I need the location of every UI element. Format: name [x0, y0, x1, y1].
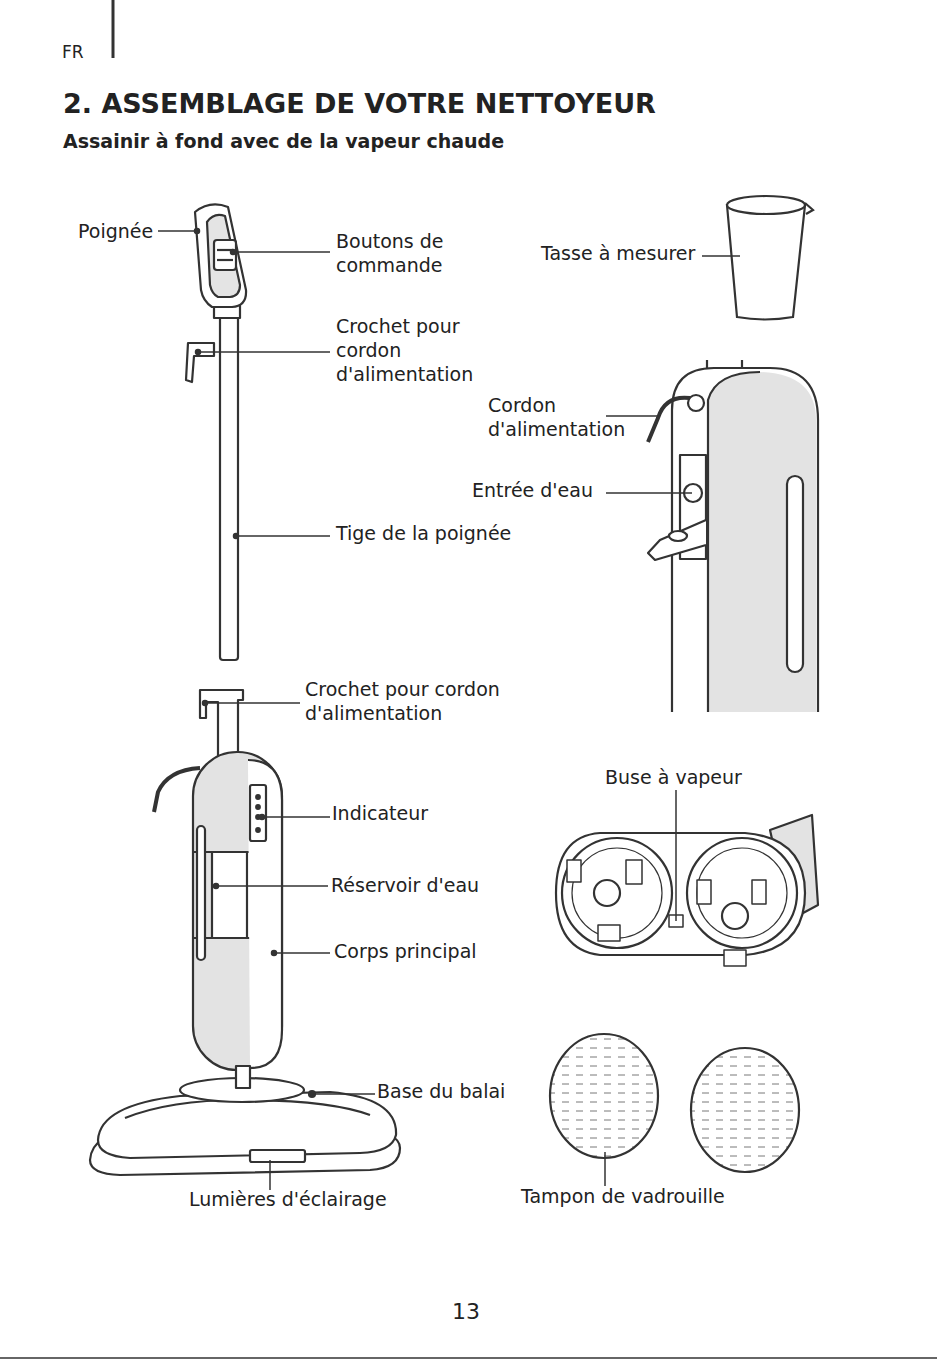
side-grip — [197, 826, 205, 960]
indicator-dot — [256, 828, 260, 832]
header-rule — [112, 0, 115, 58]
steam-nozzle-view — [556, 815, 818, 966]
grip-panel — [207, 215, 240, 297]
mop-pad — [550, 1034, 658, 1158]
leader-lines — [158, 229, 740, 1191]
leader-line — [604, 1152, 606, 1186]
disc-hub — [722, 903, 748, 929]
cord-hook — [186, 343, 214, 382]
indicator-panel — [250, 785, 266, 841]
tank-line — [246, 852, 248, 938]
cap-knob — [669, 531, 687, 541]
leader-dot — [196, 350, 201, 355]
inlet-cap — [648, 520, 706, 560]
side-slot — [787, 476, 803, 672]
leader-line — [675, 790, 677, 921]
leader-dot — [234, 534, 239, 539]
cord-hook-top — [200, 690, 243, 760]
part-label: Tampon de vadrouille — [521, 1184, 725, 1208]
handle-stick — [220, 300, 238, 660]
leader-line — [205, 702, 300, 704]
main-body — [90, 690, 400, 1175]
section-subtitle: Assainir à fond avec de la vapeur chaude — [63, 129, 504, 153]
disc-ring — [697, 848, 787, 938]
part-label: Poignée — [78, 219, 153, 243]
leader-line — [158, 230, 197, 232]
control-buttons — [214, 240, 236, 270]
part-label: Crochet pour cordon d'alimentation — [305, 677, 530, 725]
cup-spout — [805, 203, 813, 214]
disc-grip — [752, 880, 766, 904]
part-label: Réservoir d'eau — [331, 873, 479, 897]
part-label: Tasse à mesurer — [541, 241, 695, 265]
leader-dot — [260, 815, 265, 820]
part-label: Base du balai — [377, 1079, 505, 1103]
language-tag: FR — [62, 40, 84, 64]
leader-line — [236, 535, 330, 537]
indicator-dot — [256, 805, 260, 809]
body-side-view — [648, 360, 818, 712]
disc-grip — [626, 860, 642, 884]
leader-dot — [231, 250, 236, 255]
body-front — [248, 760, 282, 1068]
disc-grip — [697, 880, 711, 904]
section-title: 2. ASSEMBLAGE DE VOTRE NETTOYEUR — [63, 88, 656, 120]
leader-line — [269, 1160, 271, 1190]
part-label: Crochet pour cordon d'alimentation — [336, 314, 486, 386]
part-label: Tige de la poignée — [336, 521, 511, 545]
indicator-dot — [256, 795, 260, 799]
part-label: Entrée d'eau — [472, 478, 593, 502]
leader-line — [274, 952, 330, 954]
leader-line — [262, 816, 330, 818]
disc-hub — [594, 880, 620, 906]
part-label: Boutons de commande — [336, 229, 471, 277]
disc-grip — [598, 925, 620, 941]
leader-line — [216, 885, 328, 887]
part-label: Indicateur — [332, 801, 428, 825]
disc-grip — [724, 950, 746, 966]
mop-pad — [691, 1048, 799, 1172]
footer-rule — [0, 1357, 937, 1359]
pad-disc — [687, 838, 797, 948]
body-seam — [708, 372, 760, 712]
leader-line — [312, 1093, 375, 1095]
body-shade — [708, 372, 816, 712]
leader-dot — [272, 951, 277, 956]
leader-line — [702, 255, 740, 257]
nozzle-housing — [556, 833, 805, 955]
part-label: Lumières d'éclairage — [189, 1187, 387, 1211]
handle-grip — [195, 204, 246, 307]
pad-disc — [562, 838, 672, 948]
leader-line — [606, 415, 660, 417]
leader-line — [198, 351, 330, 353]
leader-dot — [203, 701, 208, 706]
part-label: Corps principal — [334, 939, 477, 963]
power-cord — [648, 398, 690, 442]
page-number: 13 — [452, 1300, 480, 1324]
body-shell — [193, 752, 282, 1070]
button-line — [217, 259, 233, 261]
leader-line — [233, 251, 330, 253]
handle-part — [186, 204, 246, 660]
cup-body — [727, 205, 805, 320]
measuring-cup — [727, 196, 813, 320]
leader-line — [606, 492, 692, 494]
part-label: Buse à vapeur — [605, 765, 742, 789]
leader-dot — [214, 884, 219, 889]
light-strip — [250, 1150, 305, 1162]
part-label: Cordon d'alimentation — [488, 393, 638, 441]
cord-port — [688, 395, 704, 411]
cup-rim — [727, 196, 805, 214]
mop-pads — [550, 1034, 799, 1172]
leader-dot — [195, 229, 200, 234]
disc-grip — [567, 860, 581, 882]
base-neck — [236, 1066, 250, 1088]
